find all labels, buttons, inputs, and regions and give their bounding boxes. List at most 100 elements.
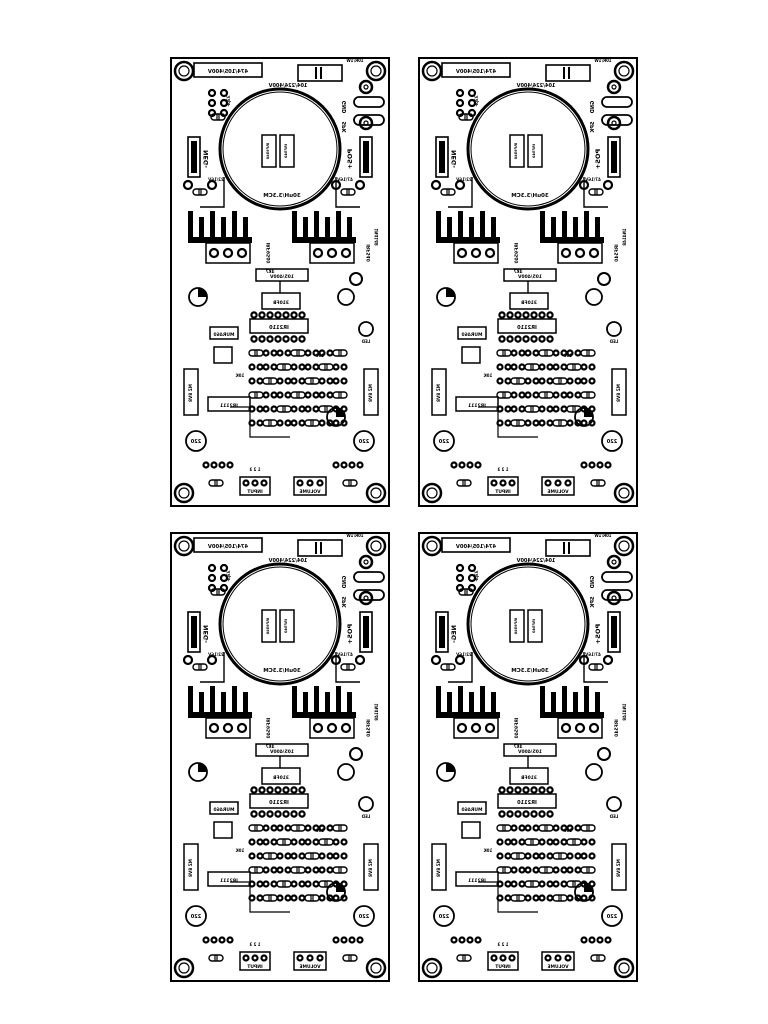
heatsink-base xyxy=(540,712,604,718)
mosfet-outline xyxy=(557,242,603,264)
coil-label: 30uH/3.3CM xyxy=(263,668,300,674)
heatsink-fin xyxy=(199,692,204,714)
heatsink-fin xyxy=(314,686,319,714)
pcb-pad xyxy=(566,391,574,399)
rail-pos-label: POS+ xyxy=(594,624,602,644)
heatsink-fin xyxy=(325,692,330,714)
pcb-trace xyxy=(583,652,608,683)
film-capacitor-outline xyxy=(441,62,511,78)
pcb-pad xyxy=(219,108,229,118)
pcb-pad xyxy=(266,786,274,794)
pcb-pad xyxy=(552,880,560,888)
pcb-pad xyxy=(202,461,210,469)
electrolytic-capacitor xyxy=(433,430,455,452)
diode-outline xyxy=(457,801,487,815)
film-capacitor-outline xyxy=(193,62,263,78)
heatsink-fin xyxy=(188,211,193,239)
mounting-hole-ring xyxy=(363,84,369,90)
pcb-pad xyxy=(266,810,274,818)
pcb-pad xyxy=(250,311,258,319)
ic-outline xyxy=(455,396,499,412)
pcb-pad xyxy=(318,419,326,427)
zener-label: MZ 8V8 xyxy=(188,384,193,402)
pcb-pad xyxy=(604,461,612,469)
pcb-pad xyxy=(538,335,546,343)
test-point xyxy=(349,272,363,286)
pcb-pad xyxy=(490,479,498,487)
pcb-pad xyxy=(340,852,348,860)
volume-connector xyxy=(293,951,327,971)
pcb-pad xyxy=(450,461,458,469)
mounting-hole-ring xyxy=(363,559,369,565)
pcb-pad xyxy=(588,247,600,259)
heatsink-fin xyxy=(447,692,452,714)
film-capacitor-outline xyxy=(545,64,591,82)
coil-part-label: IRF540 xyxy=(284,144,288,159)
mounting-hole-ring xyxy=(611,559,617,565)
pcb-pad xyxy=(538,838,546,846)
pcb-pad xyxy=(219,563,229,573)
toroid-coil-inner xyxy=(222,91,338,207)
heatsink-fin xyxy=(458,686,463,714)
pcb-pad xyxy=(455,583,465,593)
pcb-pad xyxy=(467,108,477,118)
pcb-pad xyxy=(564,954,572,962)
capacitor-outline xyxy=(580,391,596,399)
ic-outline xyxy=(249,318,309,334)
mosfet-outline xyxy=(453,717,499,739)
pcb-pad xyxy=(514,335,522,343)
pcb-pad xyxy=(276,419,284,427)
pcb-pad xyxy=(251,954,259,962)
pcb-pad xyxy=(602,654,614,666)
relay-outline xyxy=(279,609,295,643)
pcb-pad xyxy=(470,247,482,259)
electrolytic-capacitor xyxy=(433,905,455,927)
pcb-pad xyxy=(208,247,220,259)
cap-47-label: 47/16V xyxy=(336,177,353,182)
heatsink-fin xyxy=(188,686,193,714)
pcb-pad xyxy=(210,936,218,944)
pcb-pad xyxy=(456,247,468,259)
pcb-pad xyxy=(524,894,532,902)
pcb-pad xyxy=(546,810,554,818)
pcb-pad xyxy=(276,852,284,860)
mounting-hole-ring xyxy=(618,540,630,552)
mounting-hole-ring xyxy=(178,487,190,499)
electrolytic-mark xyxy=(198,288,207,297)
pcb-pad xyxy=(510,838,518,846)
diode-outline xyxy=(209,801,239,815)
rail-pos-label: POS+ xyxy=(346,149,354,169)
mounting-hole-ring xyxy=(611,84,617,90)
pcb-pad xyxy=(455,88,465,98)
heatsink-fin xyxy=(469,217,474,239)
pcb-pad xyxy=(318,824,326,832)
pcb-pad xyxy=(496,838,504,846)
rail-slot-outline xyxy=(607,611,621,653)
pcb-pad xyxy=(290,335,298,343)
pcb-pad xyxy=(207,563,217,573)
film-capacitor-outline xyxy=(441,537,511,553)
opamp-label: IR2111 xyxy=(220,403,238,409)
capacitor-outline xyxy=(210,113,226,121)
pcb-pad xyxy=(524,377,532,385)
pcb-pad xyxy=(316,479,324,487)
pcb-pad xyxy=(290,405,298,413)
fuse-outline xyxy=(261,292,301,310)
electrolytic-capacitor xyxy=(353,905,375,927)
mosfet-outline xyxy=(453,242,499,264)
mounting-hole-ring xyxy=(426,487,438,499)
pcb-pad xyxy=(290,311,298,319)
pcb-pad xyxy=(356,461,364,469)
heatsink-base xyxy=(188,712,252,718)
pcb-pad xyxy=(340,461,348,469)
volume-label: VOLUME xyxy=(547,964,568,970)
pcb-pad xyxy=(602,179,614,191)
pcb-pad xyxy=(290,838,298,846)
pcb-pad xyxy=(304,349,312,357)
pcb-pad xyxy=(242,479,250,487)
heatsink-fin xyxy=(210,686,215,714)
heatsink-fin xyxy=(243,217,248,239)
pcb-pad xyxy=(596,936,604,944)
pcb-pad xyxy=(552,824,560,832)
gnd-label: GND xyxy=(590,576,596,588)
